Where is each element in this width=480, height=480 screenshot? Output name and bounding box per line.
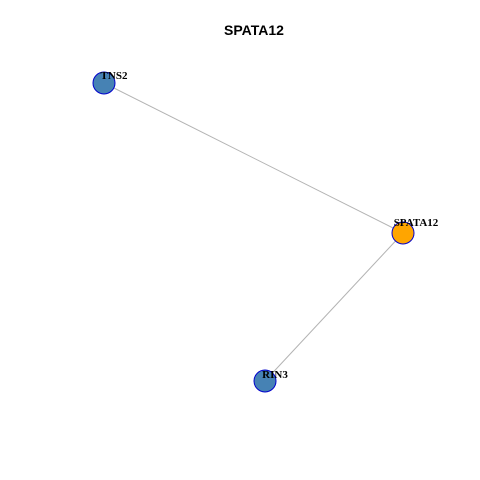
edge-spata12-rin3 bbox=[264, 232, 404, 382]
node-tns2 bbox=[92, 71, 116, 95]
node-label-spata12: SPATA12 bbox=[394, 217, 439, 229]
node-label-tns2: TNS2 bbox=[101, 70, 128, 82]
edge-tns2-spata12 bbox=[103, 82, 404, 234]
node-spata12 bbox=[391, 221, 415, 245]
node-rin3 bbox=[253, 369, 277, 393]
node-label-rin3: RIN3 bbox=[262, 369, 288, 381]
graph-title: SPATA12 bbox=[224, 22, 284, 38]
